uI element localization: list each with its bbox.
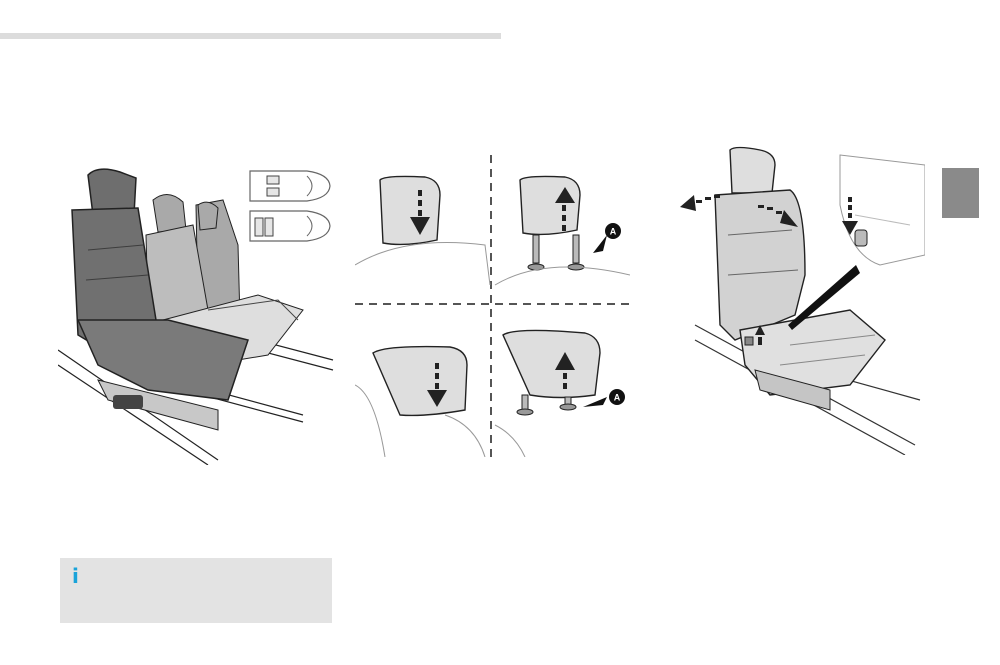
header-rule	[0, 33, 501, 39]
chapter-tab[interactable]	[942, 168, 979, 218]
headrest-adjustment-grid: A	[355, 155, 630, 457]
info-note-box: i	[60, 558, 332, 623]
headrest-raise-icon: A	[494, 175, 630, 286]
callout-a-top: A	[610, 227, 617, 237]
seat-recline-illustration	[680, 145, 925, 455]
headrest-lower-icon	[355, 175, 491, 286]
headrest-lower-side-icon	[355, 345, 486, 457]
vehicle-layout-diagrams	[247, 166, 332, 246]
seat-row-illustration	[58, 160, 338, 465]
headrest-raise-side-icon: A	[494, 329, 625, 457]
callout-a-bottom: A	[614, 393, 621, 403]
info-icon: i	[72, 564, 79, 588]
